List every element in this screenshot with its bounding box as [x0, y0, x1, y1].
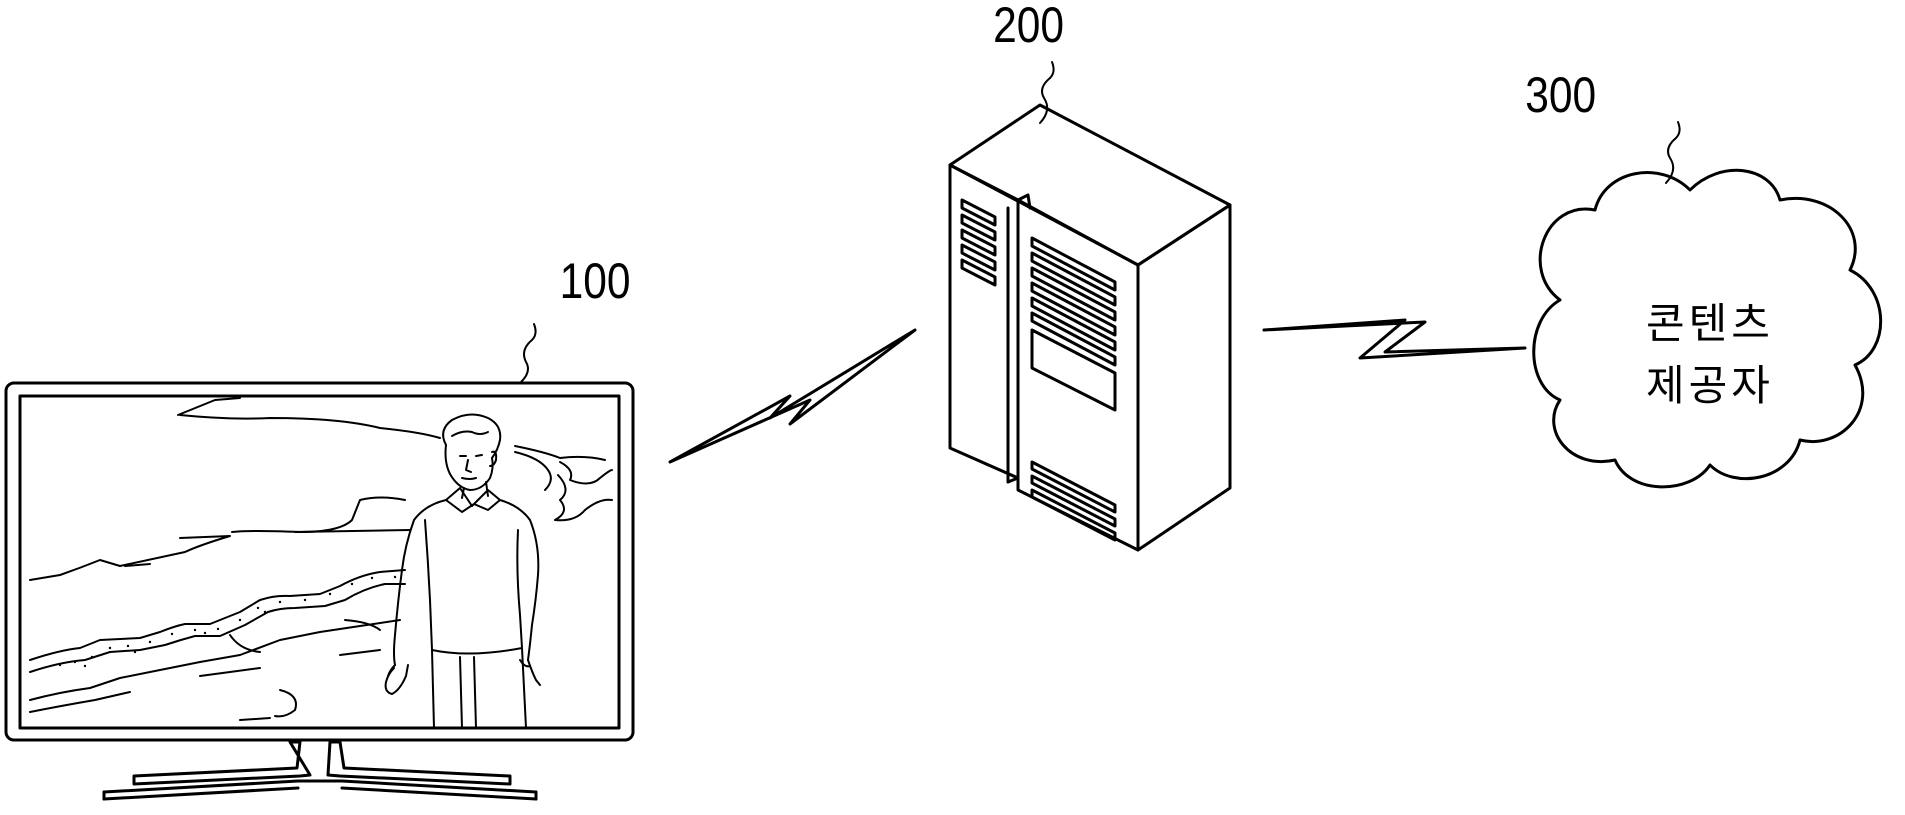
tv-stand — [104, 742, 536, 799]
server-provider-link — [1264, 320, 1525, 358]
server-vents-right — [1032, 238, 1115, 365]
tv-device — [6, 383, 633, 799]
provider-name-line2: 제공자 — [1646, 361, 1774, 410]
person-figure — [386, 414, 540, 728]
leader-line-300 — [1666, 122, 1680, 183]
server-vents-bottom — [1032, 462, 1115, 540]
leader-line-200 — [1040, 62, 1054, 123]
provider-name-line1: 콘텐츠 — [1646, 299, 1774, 348]
tv-server-link — [670, 330, 915, 462]
server-vents-left — [962, 200, 995, 285]
tv-ref-label: 100 — [560, 253, 631, 309]
tv-screen-image — [30, 398, 612, 728]
server-ref-label: 200 — [993, 0, 1064, 53]
server-rack — [950, 105, 1230, 550]
provider-ref-label: 300 — [1525, 67, 1596, 123]
leader-line-100 — [520, 324, 536, 383]
